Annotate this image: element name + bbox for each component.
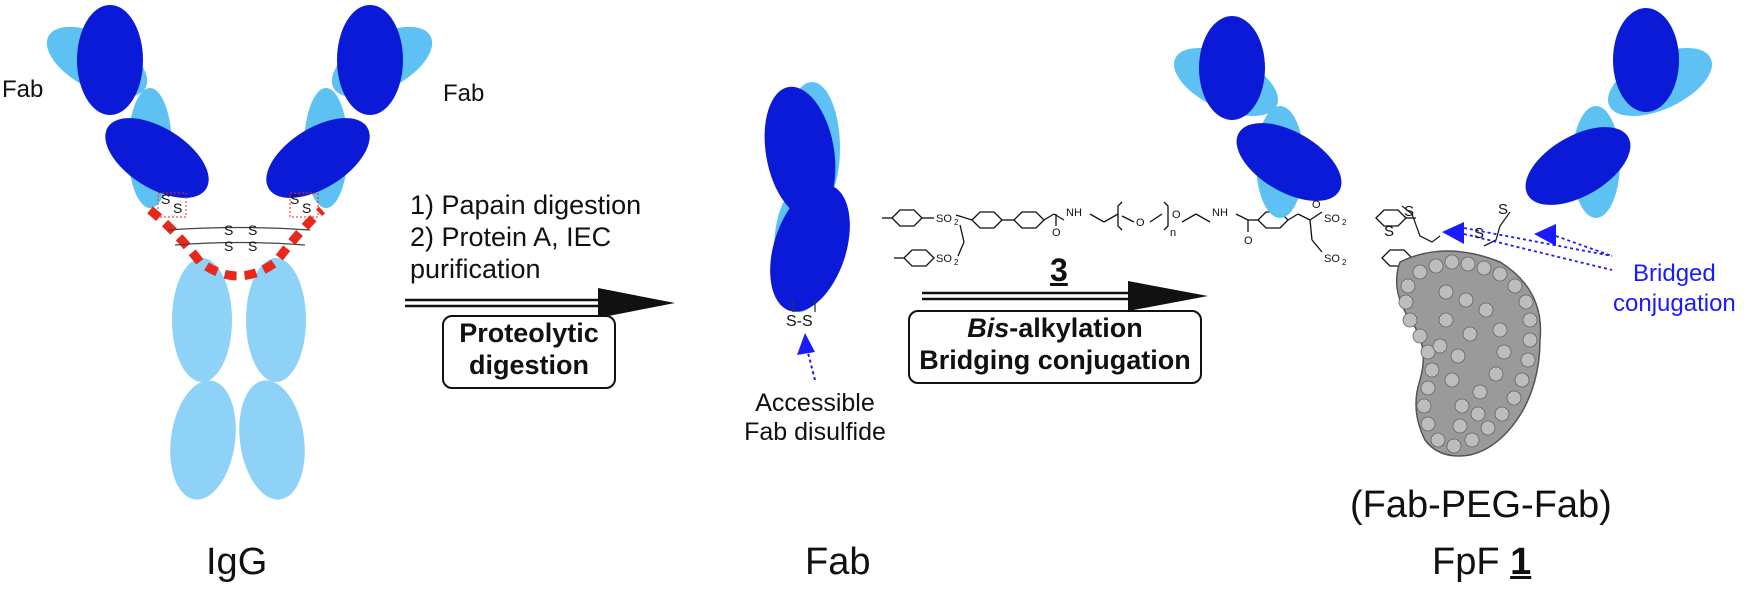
bridged-line: Bridged <box>1633 260 1716 287</box>
bridged-line: conjugation <box>1613 290 1736 317</box>
step2-box-line1: Bis-alkylation <box>967 313 1143 343</box>
reagent-3-structure <box>882 201 1422 267</box>
hinge-s: S <box>248 222 257 238</box>
fpf-s: S <box>1404 203 1414 220</box>
step1-line: 2) Protein A, IEC <box>410 222 612 252</box>
fpf-composition: (Fab-PEG-Fab) <box>1350 484 1612 526</box>
hinge-s: S <box>290 191 299 207</box>
fab-fragment <box>764 82 850 381</box>
fpf-number: 1 <box>1510 541 1532 583</box>
bridged-pointer-1 <box>1463 233 1613 271</box>
hinge-s: S <box>161 191 170 207</box>
fab-disulfide: S-S <box>786 313 813 330</box>
svg-text:O: O <box>1312 199 1321 211</box>
fpf-label: FpF 1 <box>1432 541 1531 584</box>
fab-label: Fab <box>805 541 871 583</box>
svg-text:2: 2 <box>1342 218 1347 227</box>
fpf-s: S <box>1384 223 1394 240</box>
hinge-s-atoms: S S S S S S S S <box>161 191 311 254</box>
fpf-s: S <box>1474 225 1484 242</box>
igg-left-heavy-mid <box>105 118 209 198</box>
fab-right-label: Fab <box>443 80 485 107</box>
hinge-s: S <box>224 222 233 238</box>
igg-label: IgG <box>206 541 268 583</box>
svg-text:SO: SO <box>936 213 952 225</box>
peg-space-filling-model <box>1395 250 1542 457</box>
igg-right-ss-box <box>289 192 319 218</box>
step2-box-line2: Bridging conjugation <box>919 345 1191 375</box>
step1-conditions: 1) Papain digestion 2) Protein A, IEC pu… <box>410 189 641 285</box>
svg-text:2: 2 <box>1342 258 1347 267</box>
fab-note-line: Fab disulfide <box>744 418 886 446</box>
svg-text:n: n <box>1170 227 1176 239</box>
fab-left-label: Fab <box>2 76 44 103</box>
svg-text:SO: SO <box>1324 213 1340 225</box>
igg-right-heavy-mid <box>266 118 370 198</box>
step1-line: purification <box>410 254 541 284</box>
fpf-s: S <box>1498 201 1508 218</box>
bridged-arrowhead-left <box>1442 222 1464 244</box>
igg-hinge-thin-lines <box>167 226 311 246</box>
svg-text:2: 2 <box>954 218 959 227</box>
svg-text:O: O <box>1136 217 1145 229</box>
step2-box: Bis-alkylation Bridging conjugation <box>908 310 1202 384</box>
hinge-s: S <box>224 238 233 254</box>
igg-fc-right-upper <box>246 258 306 382</box>
fab-disulfide-note: Accessible Fab disulfide <box>740 389 890 447</box>
svg-text:SO: SO <box>936 253 952 265</box>
structure-labels: SO 2 SO 2 O NH O n O NH O O SO 2 SO 2 <box>936 199 1347 267</box>
igg-antibody <box>46 5 433 500</box>
step1-box: Proteolytic digestion <box>442 315 616 389</box>
igg-fc-left-upper <box>172 258 232 382</box>
fpf-s-atoms: S S S S <box>1384 201 1508 242</box>
svg-text:SO: SO <box>1324 253 1340 265</box>
step1-box-line: Proteolytic <box>459 318 599 348</box>
igg-fc-left-lower <box>170 380 236 500</box>
igg-fc-right-lower <box>239 380 305 500</box>
bridged-arrowhead-right <box>1534 224 1556 246</box>
step1-line: 1) Papain digestion <box>410 190 642 220</box>
svg-text:O: O <box>1244 235 1253 247</box>
hinge-s: S <box>173 200 182 216</box>
hinge-s: S <box>302 200 311 216</box>
igg-left-ss-box <box>157 192 187 218</box>
step1-box-line: digestion <box>469 350 589 380</box>
igg-left-heavy-top <box>77 5 143 115</box>
step2-arrow <box>922 281 1208 311</box>
svg-text:NH: NH <box>1066 207 1082 219</box>
svg-text:NH: NH <box>1212 207 1228 219</box>
fpf-conjugate <box>1173 8 1713 457</box>
svg-text:O: O <box>1052 227 1061 239</box>
bridged-pointer-2 <box>1555 235 1613 257</box>
fab-note-line: Accessible <box>755 389 875 417</box>
fpf-name: FpF <box>1432 541 1500 583</box>
hinge-s: S <box>248 238 257 254</box>
svg-text:2: 2 <box>954 258 959 267</box>
svg-text:O: O <box>1172 209 1181 221</box>
reagent-number: 3 <box>1050 252 1068 288</box>
igg-right-heavy-top <box>337 5 403 115</box>
step1-arrow <box>405 288 675 318</box>
igg-hinge-red-chain <box>147 206 326 281</box>
bridged-conjugation-label: Bridged conjugation <box>1613 259 1736 319</box>
